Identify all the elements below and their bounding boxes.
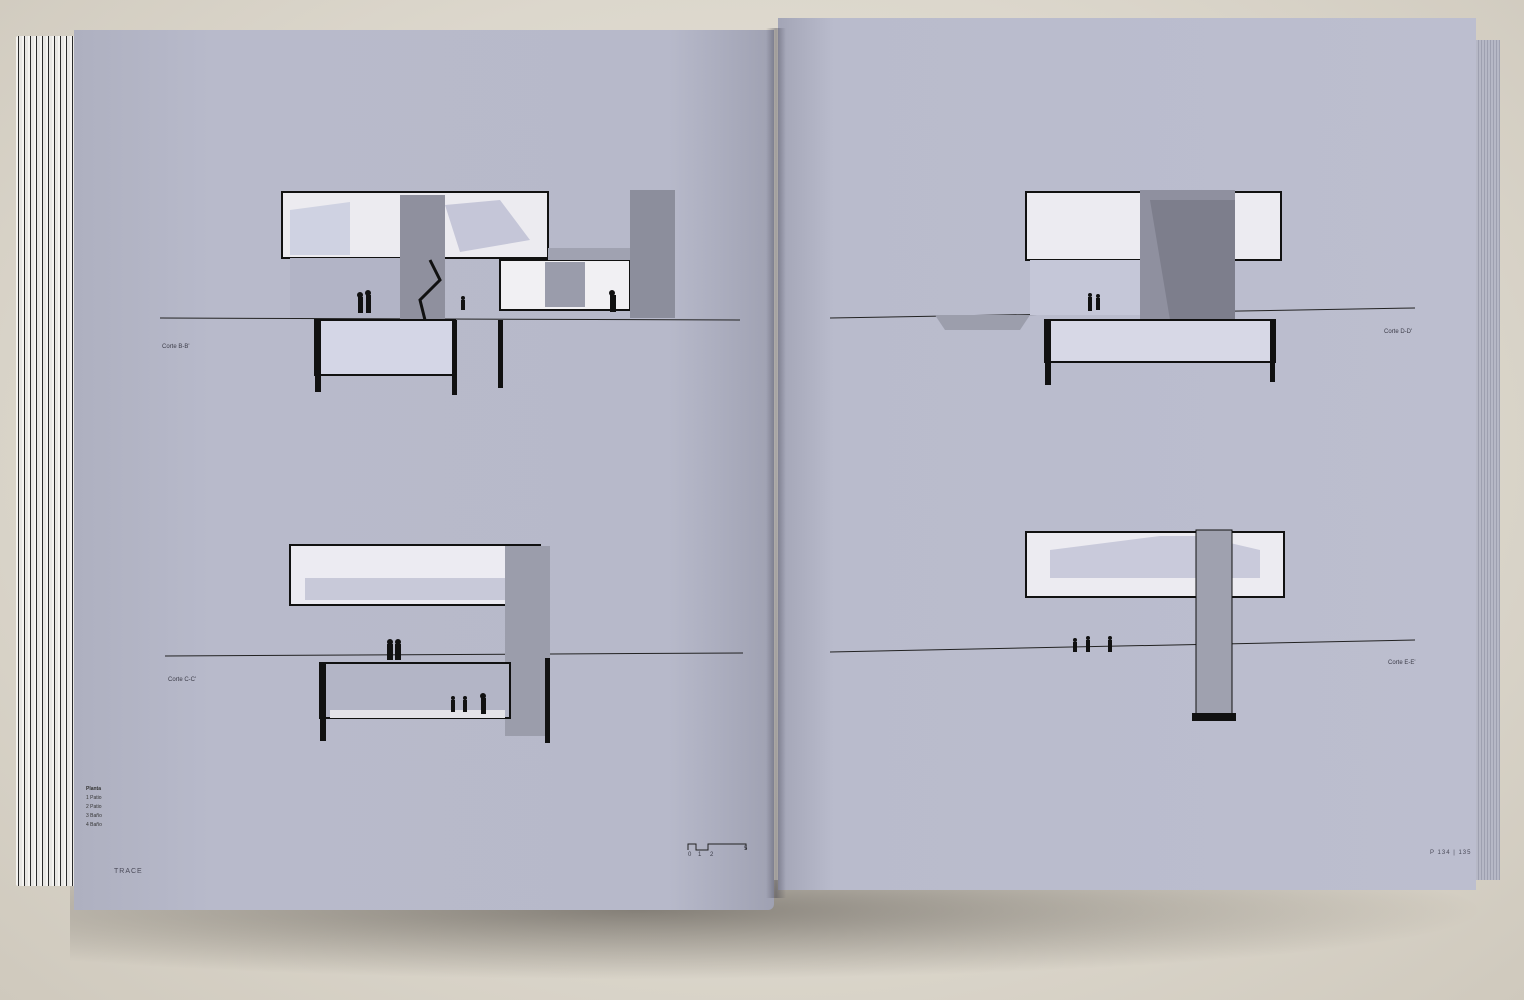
legend-item: 3 Baño — [86, 813, 102, 819]
scale-tick-5: 5 — [744, 846, 748, 852]
page-number: P 134 | 135 — [1430, 850, 1472, 856]
legend-item: 2 Patio — [86, 804, 102, 810]
margin-legend: Planta 1 Patio 2 Patio 3 Baño 4 Baño — [86, 785, 102, 830]
footer-logo: TRACE — [114, 868, 143, 875]
scale-tick-2: 2 — [710, 852, 714, 858]
section-drawing-b — [160, 190, 741, 395]
section-caption-c: Corte C-C' — [168, 677, 197, 683]
left-page — [74, 30, 774, 910]
section-drawing-d — [830, 190, 1416, 385]
legend-item: 4 Baño — [86, 822, 102, 828]
book-gutter — [766, 28, 786, 898]
section-caption-d: Corte D-D' — [1384, 329, 1413, 335]
section-drawing-e — [830, 529, 1416, 721]
legend-item: 1 Patio — [86, 795, 102, 801]
scale-bar — [687, 843, 747, 851]
legend-title: Planta — [86, 786, 102, 792]
section-caption-e: Corte E-E' — [1388, 660, 1416, 666]
scale-tick-1: 1 — [698, 852, 702, 858]
right-page — [778, 18, 1476, 890]
section-caption-b: Corte B-B' — [162, 344, 190, 350]
scale-tick-0: 0 — [688, 852, 692, 858]
section-drawing-c — [165, 544, 744, 743]
